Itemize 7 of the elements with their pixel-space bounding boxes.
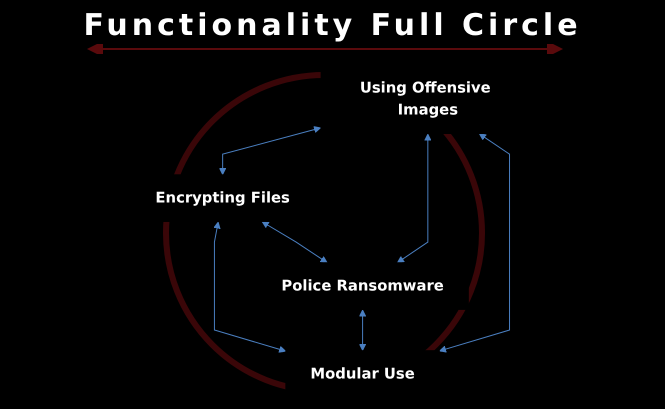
arrow (396, 134, 432, 263)
arrow (438, 133, 510, 353)
arrow (358, 309, 366, 351)
arrow (218, 126, 321, 176)
arrow (262, 221, 328, 263)
arrow (213, 222, 286, 353)
title: Functionality Full Circle (82, 8, 583, 43)
